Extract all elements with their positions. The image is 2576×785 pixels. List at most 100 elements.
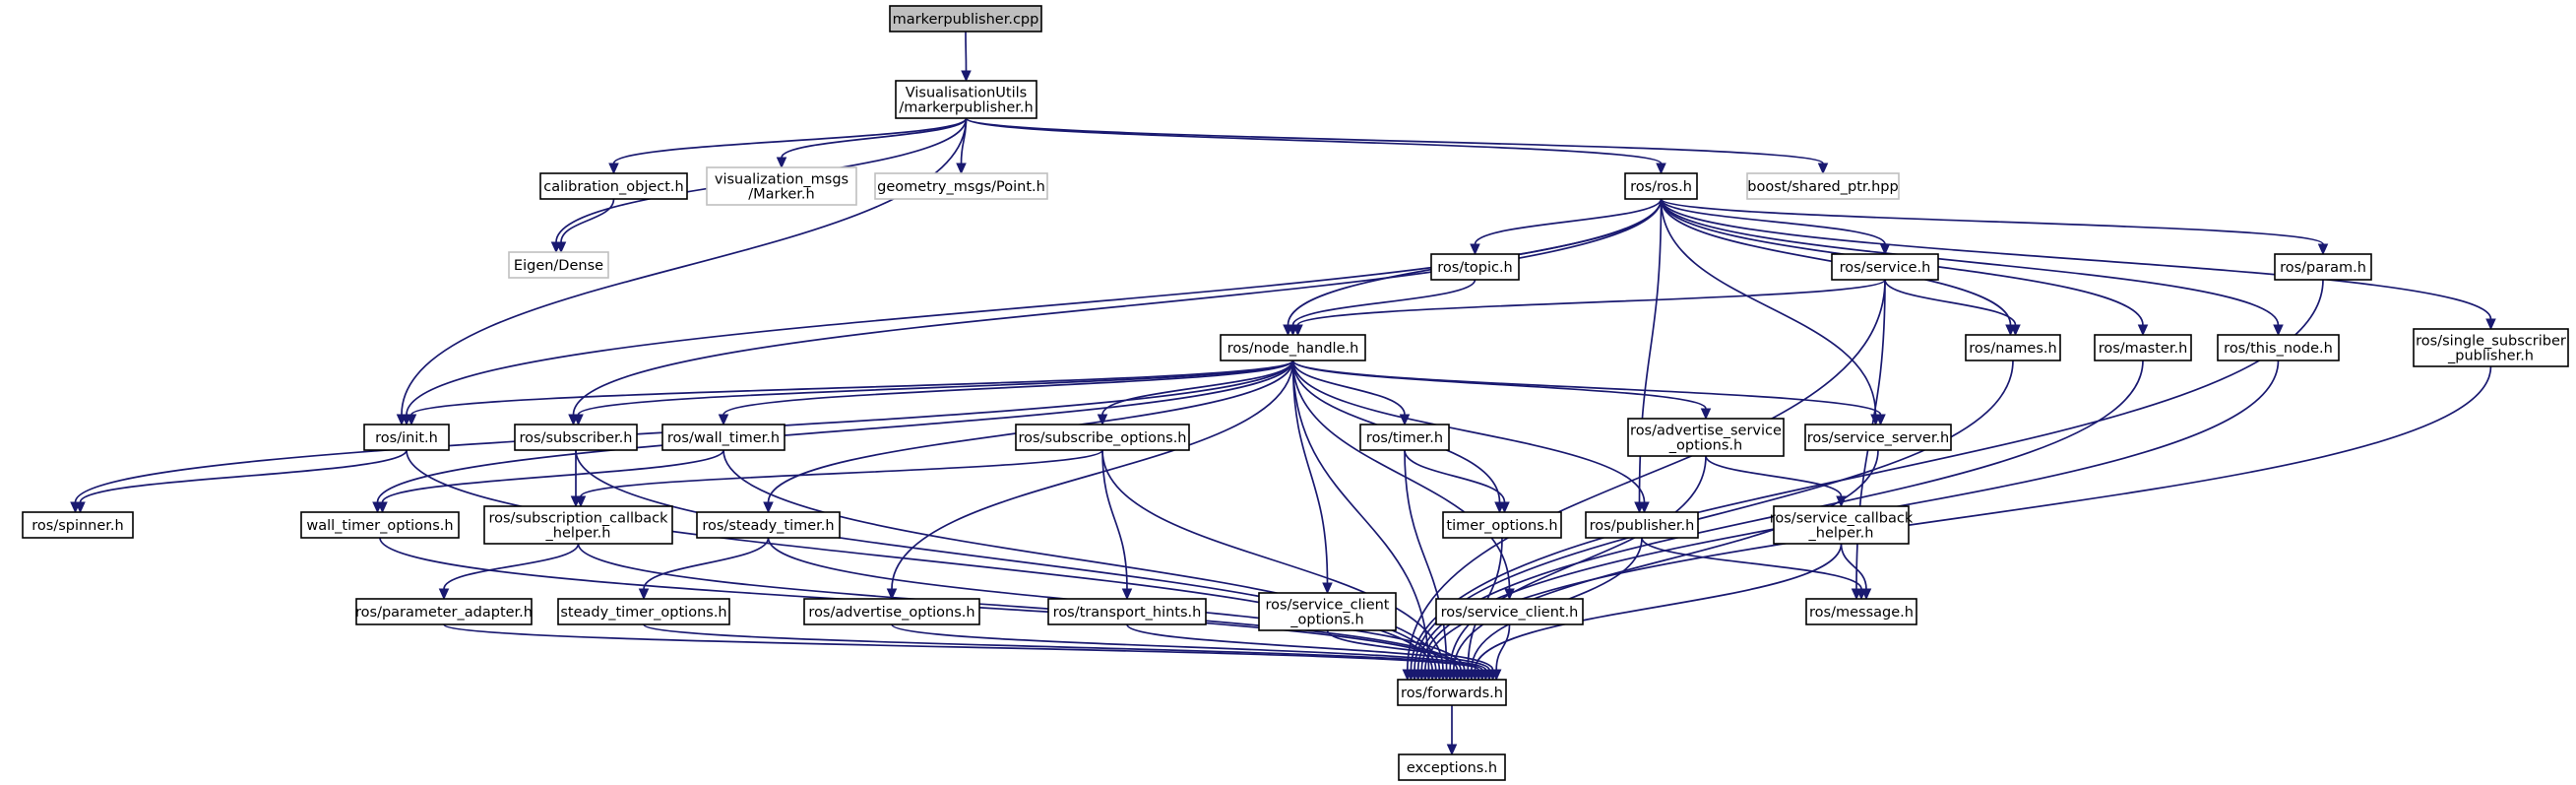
node-names[interactable]: ros/names.h bbox=[1965, 334, 2061, 361]
node-srv_client[interactable]: ros/service_client.h bbox=[1435, 598, 1584, 625]
edge-topic-to-node_handle bbox=[1288, 279, 1476, 337]
edge-line bbox=[577, 360, 1294, 416]
edge-line bbox=[1474, 198, 1663, 245]
edge-ros_h-to-param bbox=[1660, 198, 2329, 256]
node-adv_opts[interactable]: ros/advertise_options.h bbox=[803, 598, 980, 625]
node-service[interactable]: ros/service.h bbox=[1831, 253, 1939, 281]
node-label: ros/subscribe_options.h bbox=[1019, 430, 1187, 446]
edge-line bbox=[1291, 279, 1476, 326]
node-timer_opts[interactable]: timer_options.h bbox=[1442, 511, 1562, 539]
node-box bbox=[706, 166, 857, 206]
node-box bbox=[1015, 424, 1190, 451]
edge-line bbox=[1126, 623, 1490, 671]
node-exceptions[interactable]: exceptions.h bbox=[1398, 753, 1506, 781]
edge-arrowhead bbox=[1875, 414, 1886, 426]
node-this_node[interactable]: ros/this_node.h bbox=[2217, 334, 2340, 361]
node-master[interactable]: ros/master.h bbox=[2094, 334, 2192, 361]
node-box bbox=[1804, 424, 1952, 451]
edge-line bbox=[79, 449, 408, 503]
node-adv_srv_opts[interactable]: ros/advertise_service_options.h bbox=[1627, 418, 1785, 457]
node-box bbox=[1805, 598, 1917, 625]
node-forwards[interactable]: ros/forwards.h bbox=[1397, 679, 1507, 706]
node-topic[interactable]: ros/topic.h bbox=[1430, 253, 1520, 281]
node-box bbox=[363, 424, 450, 451]
node-box bbox=[1831, 253, 1939, 281]
node-box bbox=[1359, 424, 1450, 451]
edge-line bbox=[1291, 360, 1646, 503]
edge-line bbox=[376, 360, 1294, 503]
node-ros_h[interactable]: ros/ros.h bbox=[1624, 172, 1698, 200]
edge-line bbox=[443, 543, 580, 590]
node-box bbox=[1220, 334, 1366, 361]
node-message[interactable]: ros/message.h bbox=[1805, 598, 1917, 625]
edge-line bbox=[643, 623, 1483, 671]
edge-node_handle-to-init bbox=[406, 360, 1294, 426]
node-label: VisualisationUtils bbox=[906, 86, 1027, 101]
node-box bbox=[1258, 592, 1397, 631]
edge-line bbox=[1474, 543, 1843, 671]
node-srv_client_opts[interactable]: ros/service_client_options.h bbox=[1258, 592, 1397, 631]
edge-line bbox=[1291, 360, 1511, 590]
node-box bbox=[355, 598, 533, 625]
node-steady_timer_opts[interactable]: steady_timer_options.h bbox=[557, 598, 730, 625]
node-box bbox=[514, 424, 638, 451]
node-wall_timer_opts[interactable]: wall_timer_options.h bbox=[300, 511, 460, 539]
node-box bbox=[1965, 334, 2061, 361]
edge-arrowhead bbox=[1292, 324, 1303, 337]
edge-line bbox=[572, 198, 1663, 416]
edge-line bbox=[1291, 360, 1329, 584]
node-box bbox=[1746, 172, 1900, 200]
edge-arrowhead bbox=[2010, 324, 2021, 337]
edge-sub_opts-to-sub_cb_helper bbox=[575, 449, 1103, 508]
edge-arrowhead bbox=[1656, 163, 1666, 175]
edge-arrowhead bbox=[961, 70, 972, 83]
node-label: ros/this_node.h bbox=[2224, 341, 2333, 357]
edge-forwards-to-exceptions bbox=[1446, 704, 1458, 756]
node-ssp[interactable]: ros/single_subscriber_publisher.h bbox=[2413, 328, 2569, 367]
node-label: ros/timer.h bbox=[1366, 430, 1443, 446]
node-publisher[interactable]: ros/publisher.h bbox=[1585, 511, 1699, 539]
edge-line bbox=[1660, 198, 2324, 245]
edge-line bbox=[577, 543, 1462, 671]
node-boost_sp: boost/shared_ptr.hpp bbox=[1746, 172, 1900, 200]
edge-line bbox=[410, 360, 1294, 416]
node-node_handle[interactable]: ros/node_handle.h bbox=[1220, 334, 1366, 361]
edge-line bbox=[965, 117, 1663, 164]
node-init[interactable]: ros/init.h bbox=[363, 424, 450, 451]
node-box bbox=[895, 80, 1037, 119]
node-srv_server[interactable]: ros/service_server.h bbox=[1804, 424, 1952, 451]
node-transport_hints[interactable]: ros/transport_hints.h bbox=[1047, 598, 1207, 625]
edge-line bbox=[1840, 543, 1867, 590]
node-subscriber[interactable]: ros/subscriber.h bbox=[514, 424, 638, 451]
node-mp_cpp[interactable]: markerpublisher.cpp bbox=[889, 5, 1042, 33]
edge-line bbox=[1291, 360, 1882, 416]
edge-ros_h-to-init bbox=[401, 198, 1663, 426]
node-param[interactable]: ros/param.h bbox=[2274, 253, 2372, 281]
node-steady_timer[interactable]: ros/steady_timer.h bbox=[696, 511, 841, 539]
node-sub_opts[interactable]: ros/subscribe_options.h bbox=[1015, 424, 1190, 451]
edge-arrowhead bbox=[1097, 414, 1108, 426]
node-label: steady_timer_options.h bbox=[560, 605, 726, 621]
node-label: ros/parameter_adapter.h bbox=[355, 605, 533, 621]
edge-arrowhead bbox=[75, 501, 86, 514]
node-spinner[interactable]: ros/spinner.h bbox=[22, 511, 134, 539]
node-wall_timer[interactable]: ros/wall_timer.h bbox=[661, 424, 785, 451]
edge-line bbox=[406, 198, 1663, 416]
node-box bbox=[22, 511, 134, 539]
node-label: exceptions.h bbox=[1407, 760, 1497, 776]
node-srv_cb_helper[interactable]: ros/service_callback_helper.h bbox=[1770, 505, 1914, 545]
node-box bbox=[889, 5, 1042, 33]
node-vu_mp_h[interactable]: VisualisationUtils/markerpublisher.h bbox=[895, 80, 1037, 119]
edge-timer-to-timer_opts bbox=[1404, 449, 1510, 514]
node-label: ros/transport_hints.h bbox=[1053, 605, 1202, 621]
node-timer[interactable]: ros/timer.h bbox=[1359, 424, 1450, 451]
node-param_adapter[interactable]: ros/parameter_adapter.h bbox=[355, 598, 533, 625]
node-label: geometry_msgs/Point.h bbox=[877, 179, 1045, 195]
node-geo_point: geometry_msgs/Point.h bbox=[874, 172, 1048, 200]
edge-arrowhead bbox=[1700, 408, 1712, 421]
edge-arrowhead bbox=[1639, 501, 1650, 514]
node-label: ros/advertise_options.h bbox=[808, 605, 974, 621]
node-calib[interactable]: calibration_object.h bbox=[539, 172, 688, 200]
node-box bbox=[1430, 253, 1520, 281]
node-sub_cb_helper[interactable]: ros/subscription_callback_helper.h bbox=[483, 505, 673, 545]
